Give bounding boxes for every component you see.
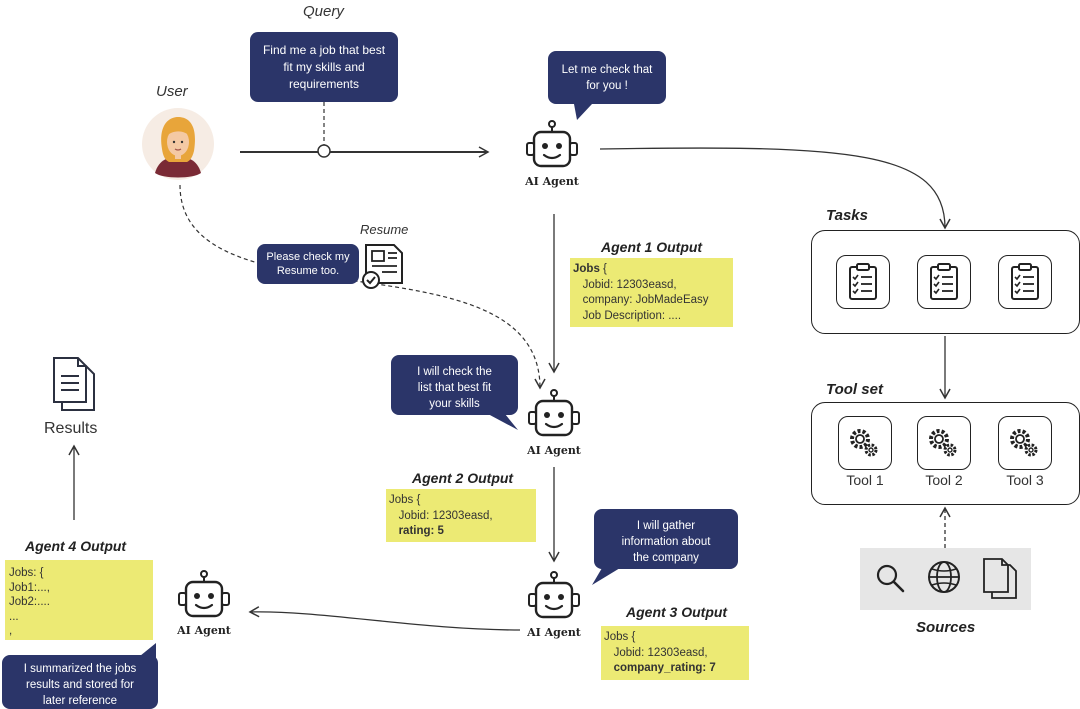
arrow-agent1-to-tasks bbox=[599, 147, 951, 230]
arrow-agent3-to-agent4 bbox=[248, 606, 521, 631]
agent1-label: AI Agent bbox=[525, 175, 579, 188]
agent4-speech-bubble: I summarized the jobs results and stored… bbox=[2, 655, 158, 709]
agent4-output-line4: ... bbox=[9, 610, 19, 623]
agent3-output-line1: Jobs { bbox=[604, 631, 636, 643]
user-avatar bbox=[141, 107, 215, 181]
bubble-tail-agent2 bbox=[488, 414, 518, 430]
agent1-robot-icon bbox=[524, 120, 580, 176]
agent4-robot-icon bbox=[176, 570, 232, 626]
search-icon bbox=[872, 560, 908, 596]
results-label: Results bbox=[44, 420, 98, 437]
task-3-clipboard-icon bbox=[998, 255, 1052, 309]
agent3-output-line3: company_rating: 7 bbox=[604, 662, 716, 674]
agent3-output-line2: Jobid: 12303easd, bbox=[604, 646, 708, 659]
agent4-output-line5: , bbox=[9, 625, 13, 637]
agent2-label: AI Agent bbox=[527, 444, 581, 457]
agent4-label: AI Agent bbox=[177, 624, 231, 637]
agent2-output-line3: rating: 5 bbox=[389, 525, 444, 537]
tool-1-gears-icon bbox=[838, 416, 892, 470]
agent1-output-line4: Job Description: .... bbox=[573, 309, 682, 322]
resume-label: Resume bbox=[360, 222, 409, 237]
agent2-speech-bubble: I will check the list that best fit your… bbox=[391, 355, 518, 415]
query-node bbox=[317, 144, 331, 158]
agent3-speech-bubble: I will gather information about the comp… bbox=[594, 509, 738, 569]
task-2-clipboard-icon bbox=[917, 255, 971, 309]
tool-3-label: Tool 3 bbox=[1006, 472, 1044, 488]
globe-icon bbox=[925, 558, 963, 596]
agent4-output-line3: Job2:.... bbox=[9, 596, 50, 608]
user-label: User bbox=[156, 83, 188, 100]
toolset-label: Tool set bbox=[826, 381, 883, 398]
agent4-output-line1: Jobs: { bbox=[9, 567, 44, 579]
documents-icon bbox=[980, 557, 1020, 601]
tool-1-label: Tool 1 bbox=[846, 472, 884, 488]
query-label: Query bbox=[303, 3, 344, 20]
tool-2-gears-icon bbox=[917, 416, 971, 470]
agent3-output-title: Agent 3 Output bbox=[626, 604, 728, 620]
agent2-output-note: Jobs { Jobid: 12303easd, rating: 5 bbox=[386, 489, 536, 542]
agent2-output-title: Agent 2 Output bbox=[412, 470, 514, 486]
arrow-user-to-agent2-dashed bbox=[179, 184, 546, 390]
agent1-output-line1b: { bbox=[599, 263, 607, 275]
agent1-output-line1: Jobs bbox=[573, 263, 600, 275]
agent4-output-title: Agent 4 Output bbox=[25, 538, 127, 554]
agent4-output-line2: Job1:..., bbox=[9, 581, 50, 594]
query-bubble: Find me a job that best fit my skills an… bbox=[250, 32, 398, 102]
agent1-output-line3: company: JobMadeEasy bbox=[573, 294, 709, 306]
agent2-output-line2: Jobid: 12303easd, bbox=[389, 509, 493, 522]
sources-label: Sources bbox=[916, 619, 976, 636]
tool-3-gears-icon bbox=[998, 416, 1052, 470]
resume-document-icon bbox=[360, 243, 404, 289]
agent1-output-line2: Jobid: 12303easd, bbox=[573, 278, 677, 291]
tool-2-label: Tool 2 bbox=[925, 472, 963, 488]
bubble-tail-agent1 bbox=[574, 104, 592, 120]
resume-bubble: Please check my Resume too. bbox=[257, 244, 359, 284]
results-document-icon bbox=[50, 356, 100, 414]
task-1-clipboard-icon bbox=[836, 255, 890, 309]
agent4-output-note: Jobs: { Job1:..., Job2:......., bbox=[5, 560, 153, 640]
agent2-robot-icon bbox=[526, 389, 582, 445]
tasks-label: Tasks bbox=[826, 207, 868, 224]
agent2-output-line1: Jobs { bbox=[389, 494, 421, 506]
agent3-label: AI Agent bbox=[527, 626, 581, 639]
agent1-output-title: Agent 1 Output bbox=[601, 239, 703, 255]
agent3-output-note: Jobs { Jobid: 12303easd, company_rating:… bbox=[601, 626, 749, 680]
bubble-tail-agent3 bbox=[592, 568, 620, 585]
agent1-output-note: Jobs { Jobid: 12303easd, company: JobMad… bbox=[570, 258, 733, 327]
agent3-robot-icon bbox=[526, 571, 582, 627]
agent1-speech-bubble: Let me check that for you ! bbox=[548, 51, 666, 104]
